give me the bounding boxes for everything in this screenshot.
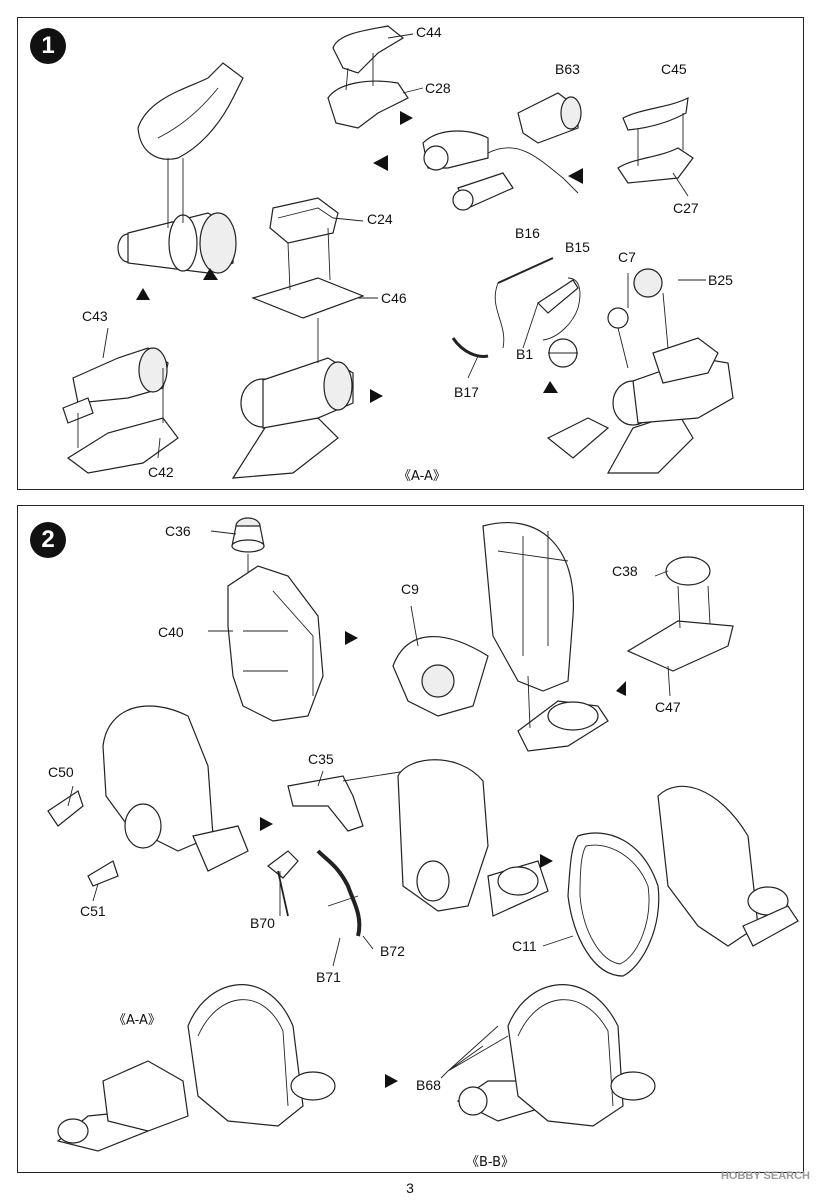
part-label: C35 <box>308 751 334 767</box>
part-label: B15 <box>565 239 590 255</box>
part-label: B17 <box>454 384 479 400</box>
part-label: B71 <box>316 969 341 985</box>
step-2-panel: 2 <box>17 505 804 1173</box>
step-1-drawing <box>62 25 734 479</box>
part-label: C43 <box>82 308 108 324</box>
part-label: B63 <box>555 61 580 77</box>
step-2-badge: 2 <box>30 522 66 558</box>
part-label: C38 <box>612 563 638 579</box>
part-label: C28 <box>425 80 451 96</box>
part-label: C40 <box>158 624 184 640</box>
part-label: B68 <box>416 1077 441 1093</box>
part-label: C51 <box>80 903 106 919</box>
part-label: C42 <box>148 464 174 480</box>
part-label: B1 <box>516 346 534 362</box>
part-label: C11 <box>512 938 537 954</box>
part-label: C46 <box>381 290 407 306</box>
part-label: C7 <box>618 249 636 265</box>
part-label: C9 <box>401 581 419 597</box>
part-label: C44 <box>416 24 442 40</box>
step-2-drawing <box>47 517 799 1152</box>
section-label: 《B-B》 <box>466 1155 515 1170</box>
part-label: C45 <box>661 61 687 77</box>
part-label: C27 <box>673 200 699 216</box>
part-label: B70 <box>250 915 275 931</box>
part-label: C24 <box>367 211 393 227</box>
part-label: B16 <box>515 225 540 241</box>
step-1-badge: 1 <box>30 28 66 64</box>
watermark: HOBBY SEARCH <box>720 1170 810 1182</box>
page-number: 3 <box>406 1180 414 1196</box>
section-label: 《A-A》 <box>398 469 446 484</box>
step-1-panel: 1 <box>17 17 804 490</box>
section-label: 《A-A》 <box>113 1013 161 1028</box>
part-label: C50 <box>48 764 74 780</box>
part-label: C47 <box>655 699 681 715</box>
part-label: B72 <box>380 943 405 959</box>
part-label: B25 <box>708 272 733 288</box>
part-label: C36 <box>165 523 191 539</box>
